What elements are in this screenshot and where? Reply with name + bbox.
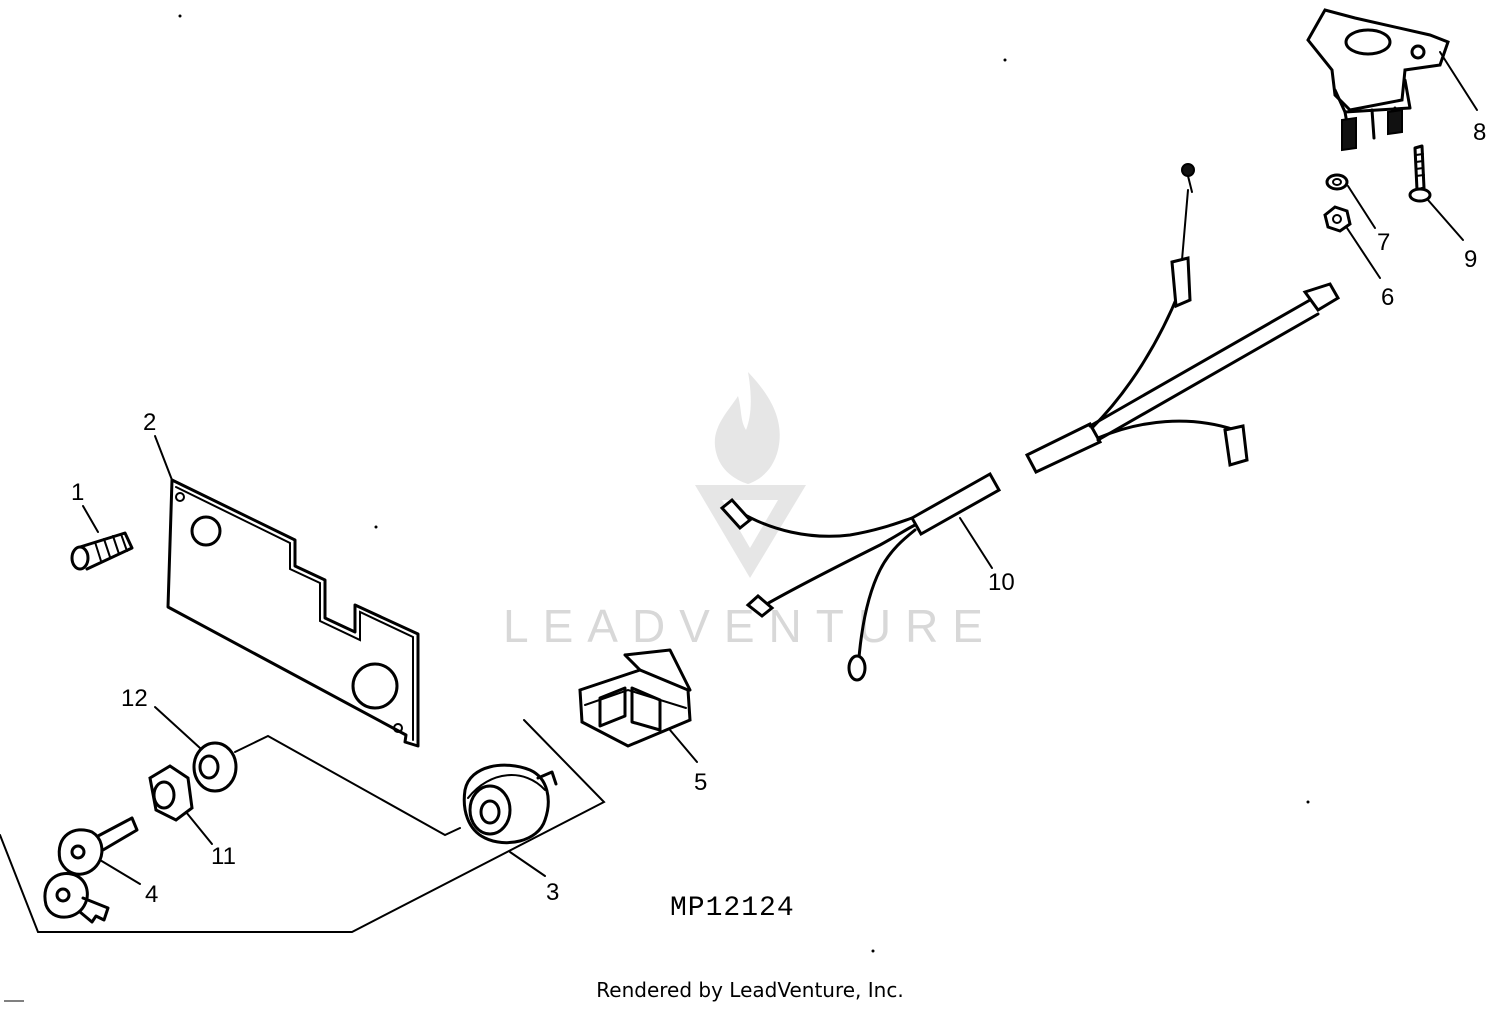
watermark-flame-icon bbox=[714, 372, 780, 484]
callout-11: 11 bbox=[211, 843, 236, 870]
rendered-by-footer: Rendered by LeadVenture, Inc. bbox=[596, 978, 904, 1002]
callout-4: 4 bbox=[145, 881, 158, 908]
part-11-nut bbox=[148, 764, 213, 845]
callout-12: 12 bbox=[121, 685, 148, 712]
part-8-solenoid bbox=[1306, 8, 1478, 152]
part-2-panel bbox=[154, 435, 420, 748]
scan-specks bbox=[4, 14, 1310, 1002]
part-12-washer bbox=[154, 706, 238, 793]
part-5-connector bbox=[578, 648, 698, 763]
watermark-text: LEADVENTURE bbox=[503, 600, 997, 652]
callout-5: 5 bbox=[694, 769, 707, 796]
callout-7: 7 bbox=[1377, 229, 1390, 256]
part-3-ignition-switch bbox=[462, 763, 558, 845]
part-9-bolt bbox=[1408, 144, 1464, 241]
callout-labels: 1 2 3 4 5 6 7 8 9 10 11 12 bbox=[71, 119, 1486, 908]
figure-code: MP12124 bbox=[670, 893, 795, 924]
callout-8: 8 bbox=[1473, 119, 1486, 146]
part-6-nut bbox=[1323, 205, 1381, 279]
part-4-keys bbox=[43, 816, 141, 924]
callout-2: 2 bbox=[143, 409, 156, 436]
leadventure-watermark: LEADVENTURE bbox=[503, 372, 997, 652]
callout-9: 9 bbox=[1464, 246, 1477, 273]
callout-3: 3 bbox=[546, 879, 559, 906]
part-7-washer bbox=[1325, 173, 1376, 229]
callout-6: 6 bbox=[1381, 284, 1394, 311]
callout-10: 10 bbox=[988, 569, 1015, 596]
part-1-screw bbox=[70, 505, 134, 571]
assembly-bracket bbox=[0, 719, 606, 933]
callout-1: 1 bbox=[71, 479, 84, 506]
part-10-wiring-harness bbox=[719, 163, 1341, 682]
